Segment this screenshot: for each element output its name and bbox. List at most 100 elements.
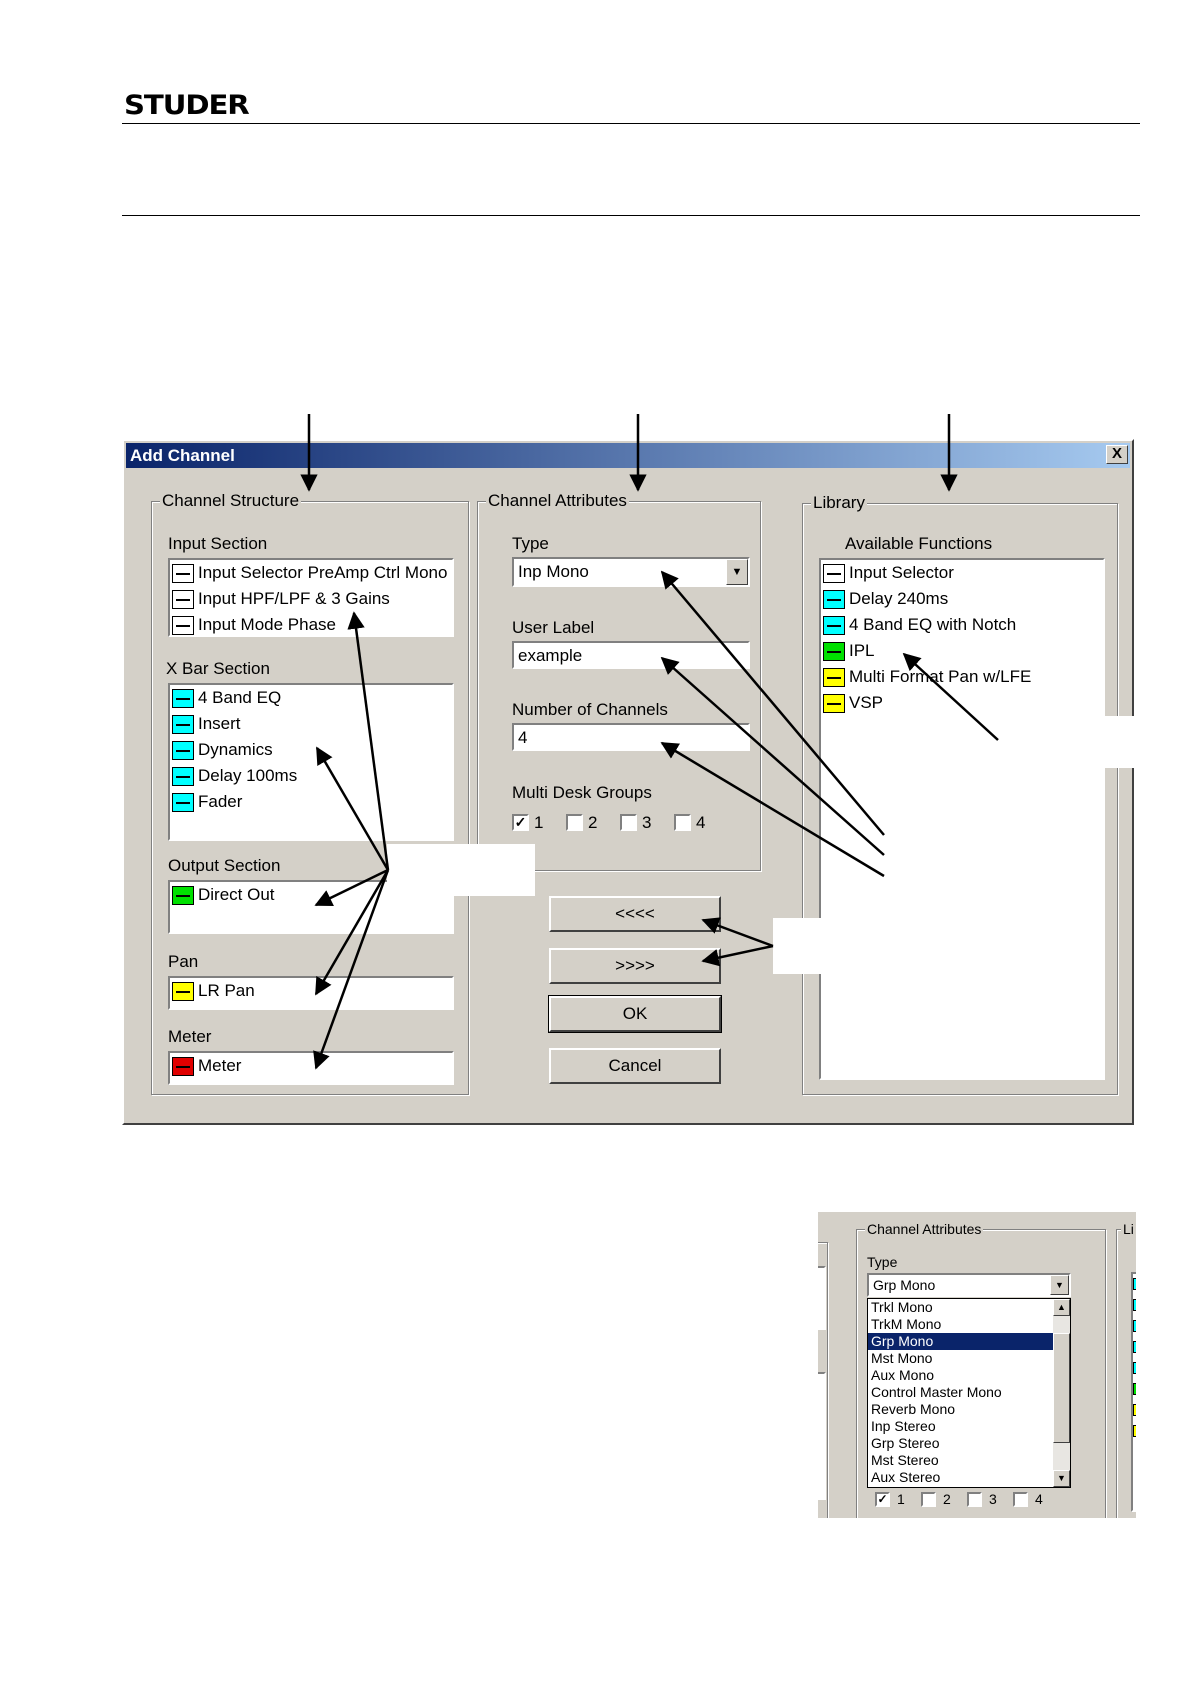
list-item[interactable]: Delay 100ms [170, 763, 452, 789]
list-item-label: Input HPF/LPF & 3 Gains [198, 589, 390, 608]
list-item-label: Delay 100ms [198, 766, 298, 785]
list-item[interactable]: IPL [821, 638, 1103, 664]
group-checkbox[interactable] [674, 814, 691, 831]
available-functions-label: Available Functions [845, 534, 993, 553]
inset-chevron-down-icon[interactable]: ▼ [1050, 1275, 1069, 1295]
list-item-label: Insert [198, 714, 241, 733]
group-checkbox[interactable] [620, 814, 637, 831]
type-option[interactable]: Trkl Mono [871, 1299, 933, 1315]
studer-logo: STUDER [124, 90, 250, 121]
type-option[interactable]: Inp Stereo [871, 1418, 936, 1434]
type-option[interactable]: Grp Mono [868, 1333, 1053, 1350]
group-checkbox-label: 2 [588, 813, 598, 832]
inset-icon-yellow [1133, 1404, 1136, 1416]
list-item[interactable]: Direct Out [170, 882, 452, 908]
group-checkbox-label: 4 [696, 813, 706, 832]
close-button[interactable]: X [1106, 445, 1128, 464]
meter-list[interactable]: Meter [168, 1051, 454, 1085]
inset-icon-cyan [1133, 1341, 1136, 1353]
type-option[interactable]: Mst Mono [871, 1350, 933, 1366]
dynamics-icon [172, 740, 194, 760]
multi-desk-groups-label: Multi Desk Groups [512, 783, 652, 802]
type-label: Type [512, 534, 549, 553]
list-item-label: Multi Format Pan w/LFE [849, 667, 1032, 686]
type-option[interactable]: Mst Stereo [871, 1452, 939, 1468]
type-option[interactable]: Aux Stereo [871, 1469, 941, 1485]
add-function-button[interactable]: >>>> [549, 948, 721, 984]
list-item[interactable]: 4 Band EQ with Notch [821, 612, 1103, 638]
channel-attributes-group: Channel Attributes Type Inp Mono ▼ User … [477, 491, 761, 871]
list-item-label: Input Mode Phase [198, 615, 336, 634]
inset-icon-cyan [1133, 1320, 1136, 1332]
scroll-thumb[interactable] [1053, 1333, 1070, 1443]
num-channels-input[interactable]: 4 [512, 723, 750, 751]
chevron-down-icon[interactable]: ▼ [726, 559, 748, 585]
cancel-button[interactable]: Cancel [549, 1048, 721, 1084]
type-value: Inp Mono [518, 562, 589, 581]
list-item[interactable]: Input Selector [821, 560, 1103, 586]
header-rule-secondary [122, 215, 1140, 216]
inset-channel-attributes-title: Channel Attributes [865, 1221, 984, 1237]
inset-scrollbar[interactable]: ▲ ▼ [1053, 1299, 1070, 1487]
delay-icon [172, 766, 194, 786]
group-checkbox[interactable]: ✓ [875, 1492, 890, 1507]
list-item-label: LR Pan [198, 981, 255, 1000]
user-label-input[interactable]: example [512, 641, 750, 669]
list-item-label: IPL [849, 641, 875, 660]
user-label-label: User Label [512, 618, 595, 637]
type-option[interactable]: Control Master Mono [871, 1384, 1002, 1400]
list-item[interactable]: Meter [170, 1053, 452, 1079]
list-item[interactable]: Input Mode Phase [170, 612, 452, 635]
group-checkbox-label: 3 [989, 1491, 997, 1507]
ok-button[interactable]: OK [548, 995, 722, 1033]
list-item[interactable]: Multi Format Pan w/LFE [821, 664, 1103, 690]
list-item-label: Delay 240ms [849, 589, 949, 608]
list-item[interactable]: Input HPF/LPF & 3 Gains [170, 586, 452, 612]
dialog-titlebar: Add Channel [126, 443, 1130, 468]
group-checkbox[interactable] [921, 1492, 936, 1507]
type-option[interactable]: TrkM Mono [871, 1316, 942, 1332]
type-option[interactable]: Grp Stereo [871, 1435, 940, 1451]
group-checkbox[interactable] [1013, 1492, 1028, 1507]
list-item[interactable]: Fader [170, 789, 452, 815]
list-item[interactable]: 4 Band EQ [170, 685, 452, 711]
list-item[interactable]: LR Pan [170, 978, 452, 1004]
group-checkbox[interactable] [566, 814, 583, 831]
list-item[interactable]: Dynamics [170, 737, 452, 763]
type-dropdown[interactable]: Inp Mono ▼ [512, 557, 750, 587]
inset-left-list-edge-2 [818, 1372, 826, 1500]
meter-label: Meter [168, 1027, 212, 1046]
callout-box-structure [387, 844, 535, 896]
list-item-label: Input Selector PreAmp Ctrl Mono [198, 563, 448, 582]
list-item-label: Input Selector [849, 563, 954, 582]
add-channel-dialog: Add Channel X Channel Structure Input Se… [122, 439, 1134, 1125]
remove-function-button[interactable]: <<<< [549, 896, 721, 932]
header-rule [122, 123, 1140, 124]
list-item[interactable]: Delay 240ms [821, 586, 1103, 612]
group-checkbox[interactable] [967, 1492, 982, 1507]
type-dropdown-inset: Channel Attributes Type Grp Mono ▼ Trkl … [818, 1212, 1136, 1518]
scroll-down-icon[interactable]: ▼ [1053, 1470, 1070, 1487]
pan-list[interactable]: LR Pan [168, 976, 454, 1010]
list-item[interactable]: Insert [170, 711, 452, 737]
inset-left-group-edge [818, 1242, 828, 1518]
list-item[interactable]: Input Selector PreAmp Ctrl Mono [170, 560, 452, 586]
inset-type-dropdown[interactable]: Grp Mono ▼ [867, 1273, 1071, 1297]
group-checkbox[interactable]: ✓ [512, 814, 529, 831]
type-option[interactable]: Reverb Mono [871, 1401, 956, 1417]
group-checkbox-label: 1 [534, 813, 544, 832]
group-checkbox-label: 1 [897, 1491, 905, 1507]
list-item[interactable]: VSP [821, 690, 1103, 716]
callout-box-buttons [773, 918, 831, 974]
multi-pan-icon [823, 667, 845, 687]
scroll-up-icon[interactable]: ▲ [1053, 1299, 1070, 1316]
inset-type-value: Grp Mono [873, 1277, 936, 1293]
type-option[interactable]: Aux Mono [871, 1367, 935, 1383]
inset-icon-cyan [1133, 1299, 1136, 1311]
group-checkbox-label: 2 [943, 1491, 951, 1507]
